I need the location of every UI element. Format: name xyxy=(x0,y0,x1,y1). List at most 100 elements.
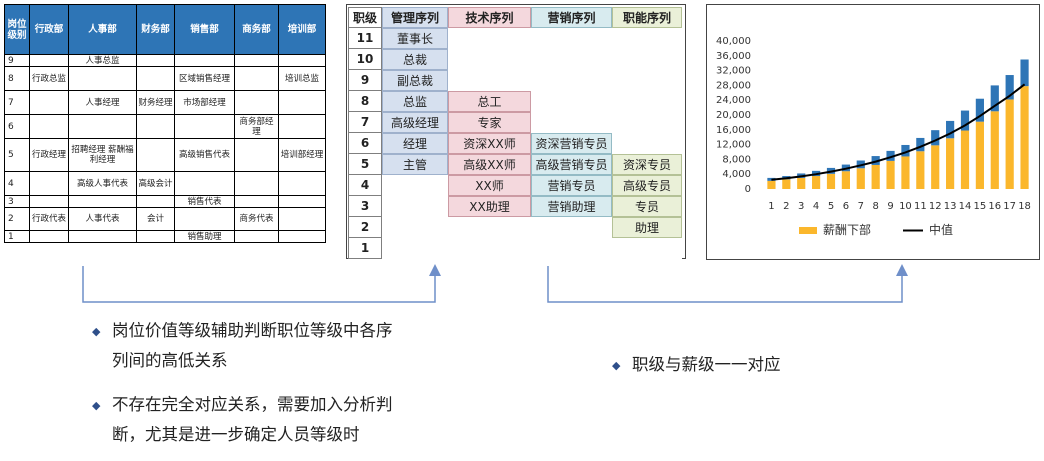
empty-cell xyxy=(531,91,612,112)
bar-upper xyxy=(901,144,910,157)
bar-lower xyxy=(946,138,955,189)
technical-cell: 高级XX师 xyxy=(448,154,531,175)
table-cell xyxy=(174,207,235,231)
bullet-item: ◆ 职级与薪级一一对应 xyxy=(612,350,912,380)
technical-cell: XX助理 xyxy=(448,196,531,217)
bar-lower xyxy=(767,180,776,189)
empty-cell xyxy=(612,238,682,259)
bar-lower xyxy=(841,171,850,189)
x-tick-label: 5 xyxy=(828,201,834,212)
table-cell: 财务经理 xyxy=(136,90,175,115)
x-tick-label: 17 xyxy=(1003,201,1016,212)
bar-lower xyxy=(826,173,836,189)
bar-upper xyxy=(871,156,880,165)
y-tick-label: 24,000 xyxy=(716,95,751,106)
marketing-cell: 营销专员 xyxy=(531,175,612,196)
x-tick-label: 13 xyxy=(944,201,957,212)
bullet-text: 职级与薪级一一对应 xyxy=(632,355,781,374)
header-cell: 财务部 xyxy=(136,4,175,55)
management-cell: 经理 xyxy=(382,133,448,154)
functional-cell: 助理 xyxy=(612,217,682,238)
y-tick-label: 12,000 xyxy=(716,140,751,151)
y-tick-label: 8,000 xyxy=(722,154,751,165)
header-cell: 岗位级别 xyxy=(4,4,30,55)
x-tick-label: 11 xyxy=(914,201,927,212)
x-tick-label: 9 xyxy=(887,201,893,212)
x-tick-label: 2 xyxy=(783,201,789,212)
bar-lower xyxy=(990,111,999,189)
level-cell: 4 xyxy=(348,175,382,196)
bar-lower xyxy=(1005,99,1014,189)
empty-cell xyxy=(382,217,448,238)
empty-cell xyxy=(531,49,612,70)
y-tick-label: 20,000 xyxy=(716,110,751,121)
table-header-row: 岗位级别 行政部 人事部 财务部 销售部 商务部 培训部 xyxy=(4,4,326,55)
empty-cell xyxy=(612,70,682,91)
empty-cell xyxy=(531,238,612,259)
bar-lower xyxy=(960,130,970,189)
x-tick-label: 16 xyxy=(988,201,1001,212)
management-cell: 董事长 xyxy=(382,28,448,49)
level-cell: 6 xyxy=(4,114,30,139)
bar-upper xyxy=(1020,59,1029,87)
level-cell: 5 xyxy=(348,154,382,175)
bar-lower xyxy=(916,151,925,189)
empty-cell xyxy=(612,133,682,154)
bar-upper xyxy=(886,150,895,161)
table-header-row: 职级管理序列技术序列营销序列职能序列 xyxy=(348,7,682,28)
table-cell: 商务代表 xyxy=(234,207,279,231)
header-cell: 行政部 xyxy=(29,4,69,55)
bar-lower xyxy=(812,176,821,189)
bar-lower xyxy=(782,179,791,189)
functional-cell: 高级专员 xyxy=(612,175,682,196)
management-cell: 高级经理 xyxy=(382,112,448,133)
level-cell: 8 xyxy=(4,66,30,91)
table-cell xyxy=(234,138,279,172)
y-tick-label: 16,000 xyxy=(716,125,751,136)
level-cell: 9 xyxy=(348,70,382,91)
bar-upper xyxy=(946,120,955,139)
bar-lower xyxy=(1020,86,1029,189)
x-tick-label: 14 xyxy=(959,201,972,212)
bullet-item: ◆ 不存在完全对应关系，需要加入分析判 断，尤其是进一步确定人员等级时 xyxy=(92,390,492,450)
table-cell xyxy=(29,114,69,139)
salary-chart-svg: 40,00036,00032,00028,00024,00020,00016,0… xyxy=(716,36,1031,237)
empty-cell xyxy=(448,70,531,91)
empty-cell xyxy=(382,196,448,217)
empty-cell xyxy=(612,28,682,49)
level-cell: 4 xyxy=(4,171,30,196)
table-cell xyxy=(136,66,175,91)
x-tick-label: 4 xyxy=(813,201,819,212)
bar-lower xyxy=(886,160,895,189)
bar-upper xyxy=(1005,75,1014,100)
table-cell: 销售助理 xyxy=(174,230,235,243)
bar-lower xyxy=(856,168,865,189)
bar-lower xyxy=(871,164,880,189)
x-tick-label: 18 xyxy=(1018,201,1031,212)
technical-cell: 总工 xyxy=(448,91,531,112)
empty-cell xyxy=(531,28,612,49)
y-tick-label: 32,000 xyxy=(716,66,751,77)
header-cell: 商务部 xyxy=(234,4,279,55)
technical-cell: 专家 xyxy=(448,112,531,133)
marketing-cell: 高级营销专员 xyxy=(531,154,612,175)
level-cell: 7 xyxy=(348,112,382,133)
y-tick-label: 0 xyxy=(745,184,751,195)
x-tick-label: 10 xyxy=(899,201,912,212)
